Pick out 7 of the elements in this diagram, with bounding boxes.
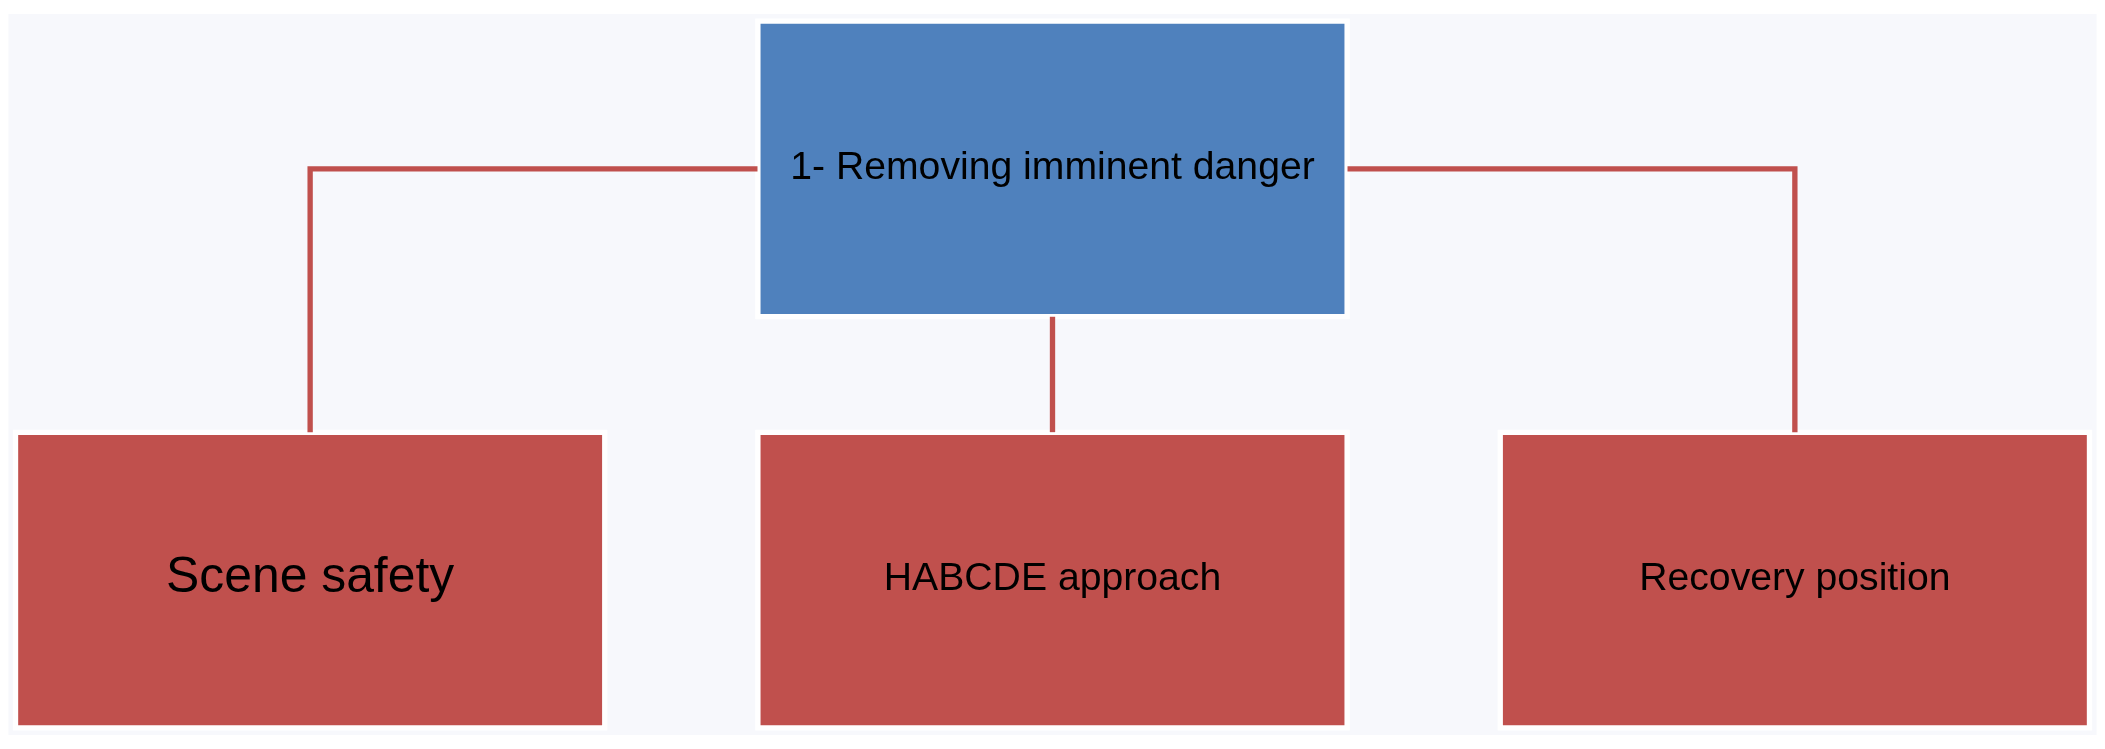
connector bbox=[307, 166, 758, 433]
connector bbox=[1347, 166, 1798, 433]
node-box: HABCDE approach bbox=[755, 429, 1350, 731]
node-box: Recovery position bbox=[1497, 429, 2093, 731]
connector bbox=[1049, 316, 1056, 433]
node-box: Scene safety bbox=[12, 429, 608, 731]
node-box: 1- Removing imminent danger bbox=[755, 18, 1350, 320]
